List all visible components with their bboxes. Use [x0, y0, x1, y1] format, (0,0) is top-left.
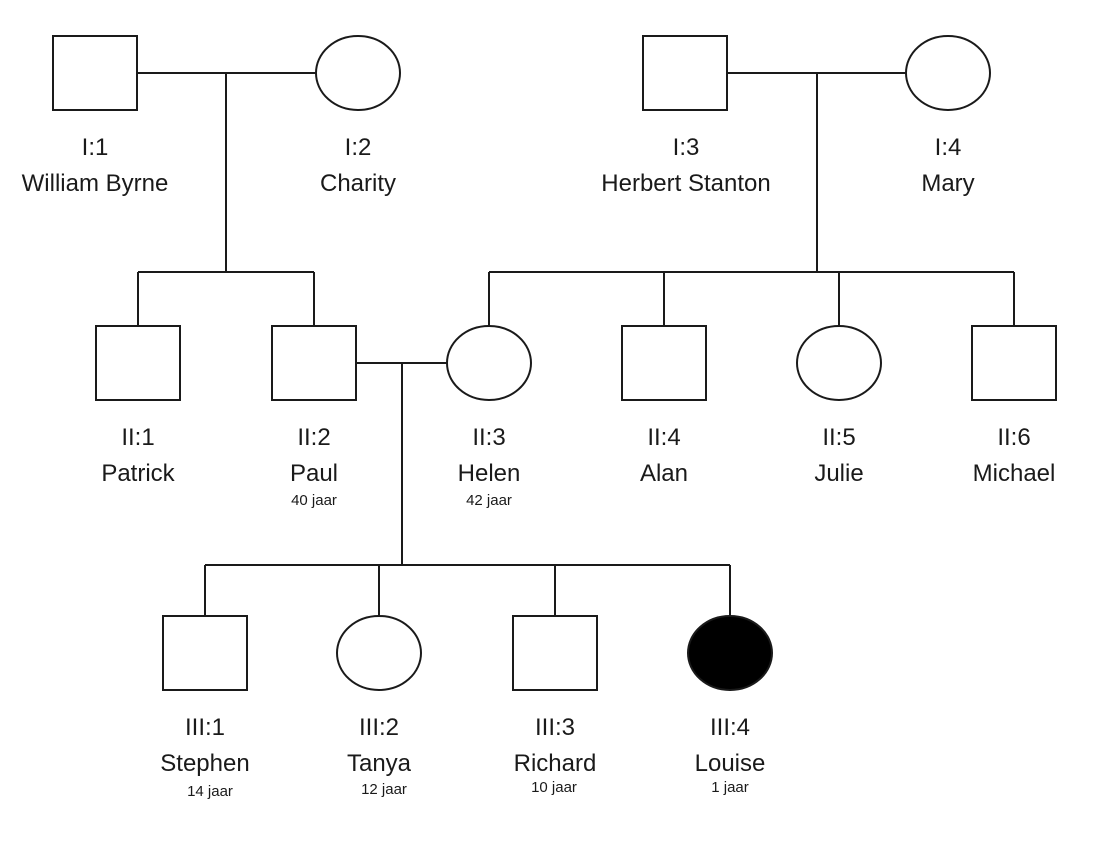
person-id: III:1: [185, 714, 225, 741]
person-name: Tanya: [347, 750, 412, 777]
connection-lines: [137, 72, 1015, 616]
female-circle: [446, 325, 532, 401]
person-name: Stephen: [160, 750, 249, 777]
person-name: Patrick: [101, 460, 175, 487]
person-age: 12 jaar: [361, 781, 407, 798]
person-id: II:5: [822, 424, 855, 451]
person-id: III:2: [359, 714, 399, 741]
person-id: I:1: [82, 134, 109, 161]
male-square: [512, 615, 598, 691]
person-name: Michael: [973, 460, 1056, 487]
male-square: [52, 35, 138, 111]
generation-1: I:1 William Byrne I:2 Charity I:3 Herber…: [22, 35, 991, 197]
person-name: Charity: [320, 170, 396, 197]
person-II1[interactable]: II:1 Patrick: [95, 325, 181, 487]
person-name: Alan: [640, 460, 688, 487]
person-III3[interactable]: III:3 Richard 10 jaar: [512, 615, 598, 796]
male-square: [621, 325, 707, 401]
person-id: III:3: [535, 714, 575, 741]
person-II2[interactable]: II:2 Paul 40 jaar: [271, 325, 357, 509]
person-id: I:3: [673, 134, 700, 161]
person-age: 1 jaar: [711, 779, 749, 796]
person-III1[interactable]: III:1 Stephen 14 jaar: [160, 615, 250, 800]
person-name: Paul: [290, 460, 338, 487]
female-circle-affected: [687, 615, 773, 691]
generation-3: III:1 Stephen 14 jaar III:2 Tanya 12 jaa…: [160, 615, 773, 800]
person-III2[interactable]: III:2 Tanya 12 jaar: [336, 615, 422, 798]
person-name: Julie: [814, 460, 863, 487]
person-age: 10 jaar: [531, 779, 577, 796]
male-square: [642, 35, 728, 111]
person-II6[interactable]: II:6 Michael: [971, 325, 1057, 487]
person-II5[interactable]: II:5 Julie: [796, 325, 882, 487]
person-id: II:4: [647, 424, 680, 451]
person-II3[interactable]: II:3 Helen 42 jaar: [446, 325, 532, 509]
male-square: [95, 325, 181, 401]
person-I4[interactable]: I:4 Mary: [905, 35, 991, 197]
person-id: I:4: [935, 134, 962, 161]
person-name: William Byrne: [22, 170, 169, 197]
person-name: Richard: [514, 750, 597, 777]
male-square: [271, 325, 357, 401]
generation-2: II:1 Patrick II:2 Paul 40 jaar II:3 Hele…: [95, 325, 1057, 509]
person-name: Mary: [921, 170, 974, 197]
male-square: [162, 615, 248, 691]
person-name: Helen: [458, 460, 521, 487]
person-age: 42 jaar: [466, 492, 512, 509]
person-name: Herbert Stanton: [601, 170, 770, 197]
person-id: III:4: [710, 714, 750, 741]
person-id: II:3: [472, 424, 505, 451]
person-id: II:1: [121, 424, 154, 451]
female-circle: [796, 325, 882, 401]
person-name: Louise: [695, 750, 766, 777]
person-age: 40 jaar: [291, 492, 337, 509]
female-circle: [905, 35, 991, 111]
person-id: II:2: [297, 424, 330, 451]
person-III4[interactable]: III:4 Louise 1 jaar: [687, 615, 773, 796]
person-id: II:6: [997, 424, 1030, 451]
person-I3[interactable]: I:3 Herbert Stanton: [601, 35, 771, 197]
person-age: 14 jaar: [187, 783, 233, 800]
female-circle: [336, 615, 422, 691]
person-I2[interactable]: I:2 Charity: [315, 35, 401, 197]
male-square: [971, 325, 1057, 401]
person-I1[interactable]: I:1 William Byrne: [22, 35, 169, 197]
person-II4[interactable]: II:4 Alan: [621, 325, 707, 487]
person-id: I:2: [345, 134, 372, 161]
female-circle: [315, 35, 401, 111]
